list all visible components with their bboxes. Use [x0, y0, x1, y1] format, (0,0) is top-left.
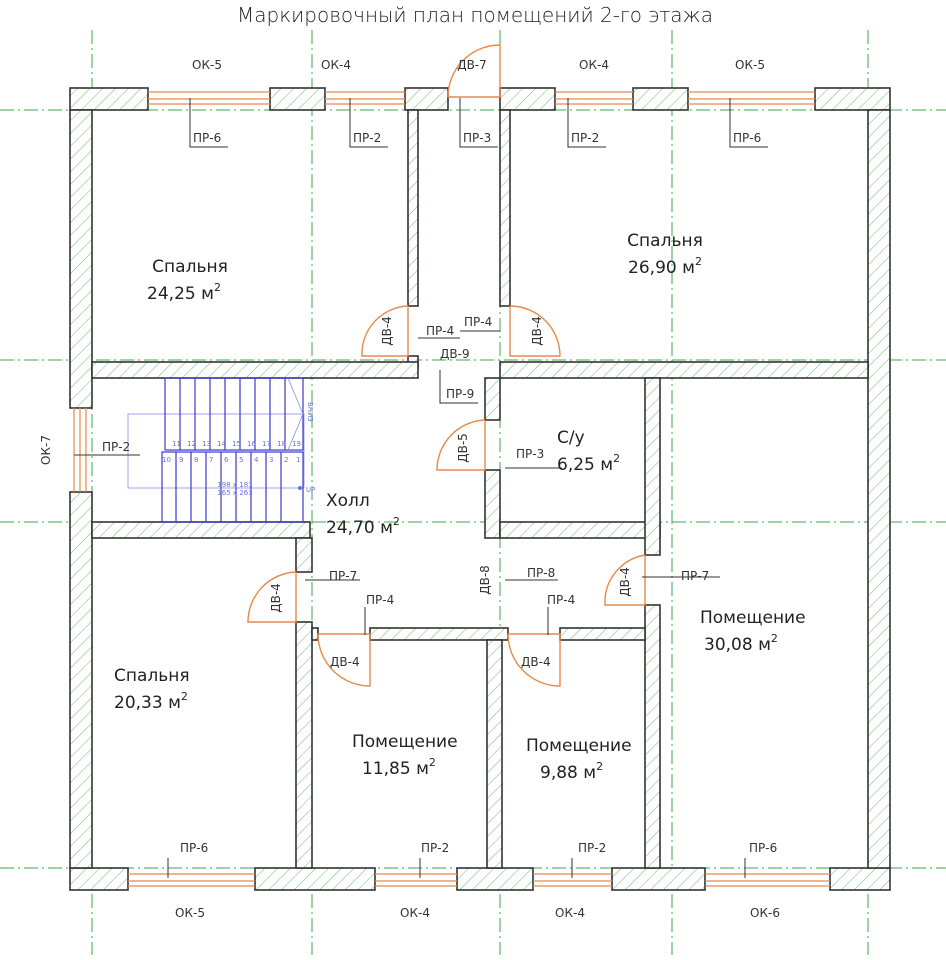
door-label: ДВ-5: [456, 433, 470, 463]
stair-number: 12: [187, 440, 196, 448]
stair-number: 15: [232, 440, 241, 448]
room-area: 9,88 м2: [540, 760, 603, 783]
stair-size: 165 x 263: [217, 489, 252, 497]
partition-label: ПР-7: [329, 569, 357, 583]
stair-number: 17: [262, 440, 271, 448]
stair-number: 5: [239, 456, 243, 464]
stair-number: 2: [284, 456, 288, 464]
partition-label: ПР-4: [464, 315, 492, 329]
room-area: 11,85 м2: [362, 756, 436, 779]
partition-label: ПР-3: [463, 131, 491, 145]
stair-number: 8: [194, 456, 198, 464]
door-label: ДВ-4: [330, 655, 360, 669]
partition-label: ПР-2: [421, 841, 449, 855]
stair-number: 3: [269, 456, 273, 464]
stair-down-label: ВНИЗ: [306, 402, 314, 422]
stair-number: 1: [296, 456, 300, 464]
window-label: ОК-4: [555, 906, 585, 920]
room-name: Помещение: [526, 736, 632, 756]
stair-number: 4: [254, 456, 259, 464]
door-label: ДВ-4: [521, 655, 551, 669]
room-name: Помещение: [700, 608, 806, 628]
door-label: ДВ-9: [440, 347, 470, 361]
room-area: 30,08 м2: [704, 632, 778, 655]
room-name: Спальня: [114, 666, 190, 686]
room-name: Холл: [326, 491, 370, 511]
partition-label: ПР-2: [571, 131, 599, 145]
window-label: ОК-7: [39, 435, 53, 465]
room-name: Помещение: [352, 732, 458, 752]
window-label: ОК-4: [400, 906, 430, 920]
room-area: 24,25 м2: [147, 281, 221, 304]
room-labels: Спальня 24,25 м2 Спальня 26,90 м2 Холл 2…: [114, 231, 806, 783]
partition-label: ПР-7: [681, 569, 709, 583]
room-area: 20,33 м2: [114, 690, 188, 713]
staircase: 11 12 13 14 15 16 17 18 19 10 9 8 7 6 5 …: [127, 377, 315, 523]
door-label: ДВ-4: [530, 316, 544, 346]
plan-title: Маркировочный план помещений 2-го этажа: [237, 3, 713, 27]
stair-number: 10: [162, 456, 171, 464]
partition-label: ПР-2: [353, 131, 381, 145]
stair-number: 19: [292, 440, 301, 448]
windows: [73, 91, 830, 887]
stair-number: 6: [224, 456, 229, 464]
partition-label: ПР-4: [426, 324, 454, 338]
opening-labels: ОК-5 ОК-4 ДВ-7 ОК-4 ОК-5 ОК-5 ОК-4 ОК-4 …: [39, 58, 780, 920]
partition-label: ПР-4: [547, 593, 575, 607]
room-name: Спальня: [627, 231, 703, 251]
room-name: С/у: [557, 428, 585, 448]
window-label: ОК-5: [192, 58, 222, 72]
door-label: ДВ-4: [618, 567, 632, 597]
partition-label: ПР-8: [527, 566, 555, 580]
window-label: ОК-4: [321, 58, 351, 72]
stair-number: 13: [202, 440, 211, 448]
partition-label: ПР-6: [749, 841, 777, 855]
stair-number: 9: [179, 456, 183, 464]
stair-number: 16: [247, 440, 256, 448]
room-name: Спальня: [152, 257, 228, 277]
partition-label: ПР-2: [102, 440, 130, 454]
window-label: ОК-4: [579, 58, 609, 72]
stair-size: 198 x 181: [217, 481, 252, 489]
partition-label: ПР-6: [180, 841, 208, 855]
stair-number: 11: [172, 440, 181, 448]
window-label: ОК-5: [735, 58, 765, 72]
room-area: 26,90 м2: [628, 255, 702, 278]
door-label: ДВ-4: [380, 316, 394, 346]
door-label: ДВ-7: [457, 58, 487, 72]
partition-label: ПР-4: [366, 593, 394, 607]
stair-number: 18: [277, 440, 286, 448]
partition-label: ПР-3: [516, 447, 544, 461]
door-label: ДВ-8: [478, 565, 492, 595]
stair-up-label: UP: [306, 486, 315, 494]
partition-label: ПР-6: [193, 131, 221, 145]
leaders: [74, 98, 768, 878]
room-area: 24,70 м2: [326, 515, 400, 538]
door-label: ДВ-4: [269, 583, 283, 613]
grid-axes: [0, 30, 946, 955]
partition-label: ПР-6: [733, 131, 761, 145]
window-label: ОК-5: [175, 906, 205, 920]
stair-number: 14: [217, 440, 226, 448]
stair-number: 7: [209, 456, 213, 464]
room-area: 6,25 м2: [557, 452, 620, 475]
walls: [69, 87, 891, 891]
doors: [247, 44, 646, 687]
partition-label: ПР-9: [446, 387, 474, 401]
partition-label: ПР-2: [578, 841, 606, 855]
window-label: ОК-6: [750, 906, 780, 920]
